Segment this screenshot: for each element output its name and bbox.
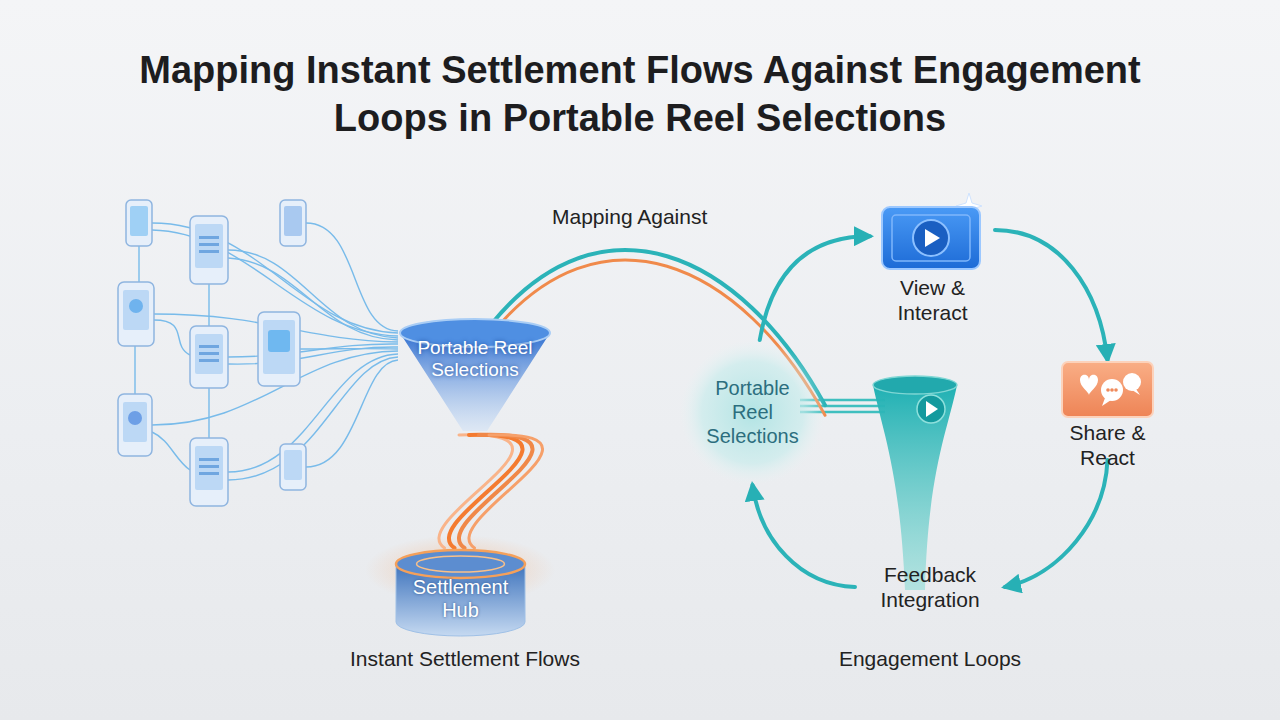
connector-stroke: [753, 485, 856, 587]
feedback-node: Feedback Integration: [855, 560, 1005, 614]
node-label: View & Interact: [870, 275, 995, 325]
connector: [1005, 460, 1108, 587]
reel-circle: Portable Reel Selections: [680, 340, 825, 485]
connector: [439, 435, 543, 548]
view-node: View & Interact: [870, 205, 995, 330]
diagram-title: Mapping Instant Settlement Flows Against…: [130, 46, 1150, 143]
phone-icons: [118, 200, 306, 506]
settlement-hub: Settlement Hub: [393, 548, 528, 640]
connector-stroke: [1005, 460, 1108, 587]
node-label: Settlement Hub: [401, 576, 520, 622]
funnel-node: Portable Reel Selections: [395, 315, 555, 435]
node-label: Share & React: [1050, 420, 1165, 470]
connector-stroke: [469, 435, 543, 548]
section-caption: Engagement Loops: [790, 647, 1070, 671]
node-text-group: Portable Reel Selections: [702, 376, 803, 448]
node-text-group: View & Interact: [870, 275, 995, 325]
node-text-group: Feedback Integration: [855, 562, 1005, 612]
connector: [753, 485, 856, 587]
node-text-group: Settlement Hub: [401, 576, 520, 622]
phone-wires: [135, 223, 398, 480]
reaction-icon: [1050, 360, 1165, 460]
connector: [760, 236, 870, 340]
edge-label: Mapping Against: [552, 205, 707, 229]
connector: [995, 230, 1108, 360]
node-text-group: Portable Reel Selections: [395, 337, 555, 381]
node-label: Feedback Integration: [855, 562, 1005, 612]
node-text-group: Share & React: [1050, 420, 1165, 470]
node-label: Portable Reel Selections: [702, 376, 803, 448]
section-caption: Instant Settlement Flows: [305, 647, 625, 671]
node-label: Portable Reel Selections: [395, 337, 555, 381]
share-node: Share & React: [1050, 360, 1165, 460]
connector-stroke: [760, 236, 870, 340]
connector-stroke: [995, 230, 1108, 360]
